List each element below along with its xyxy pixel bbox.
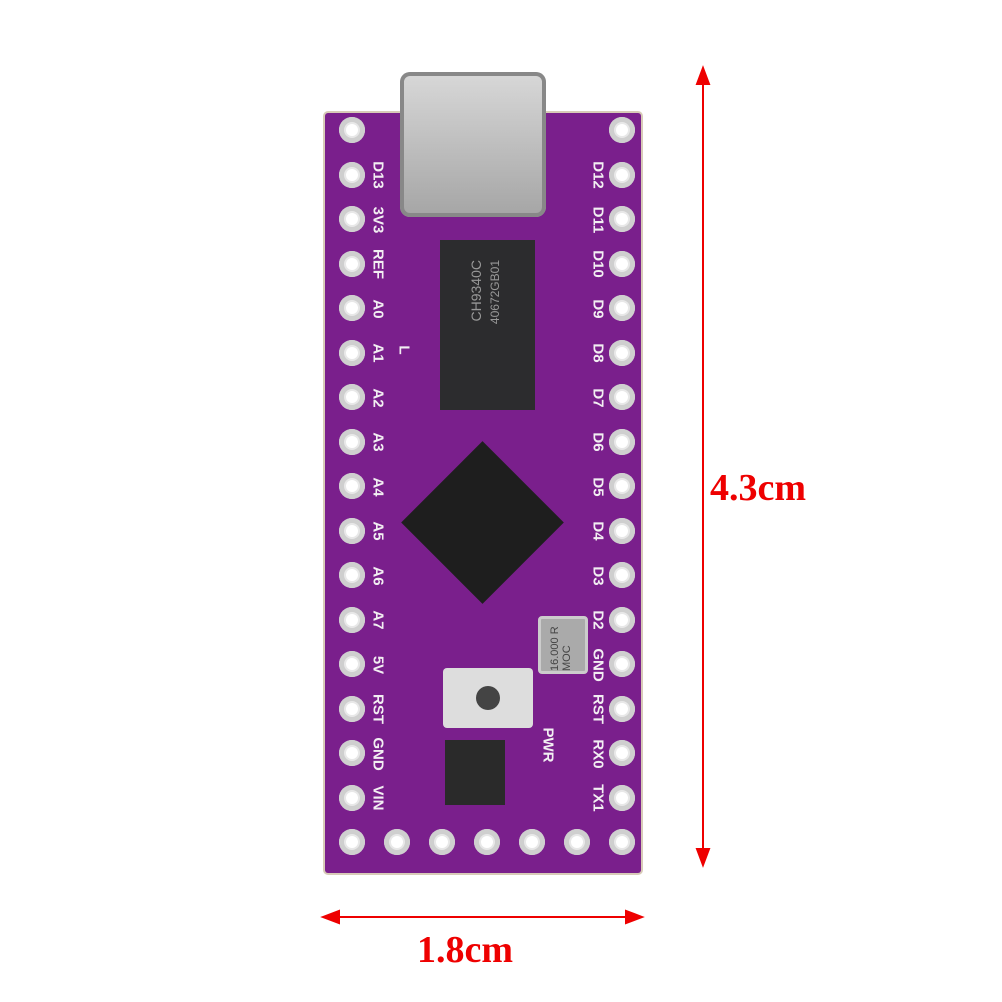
pin-label: D10 [589, 250, 607, 278]
pin-hole [339, 562, 365, 588]
pin-label: 5V [369, 655, 387, 674]
pin-hole [609, 562, 635, 588]
pin-label: D5 [589, 476, 607, 497]
usb-c-connector [400, 72, 546, 217]
pin-hole [339, 428, 365, 455]
crystal-oscillator: 16.000 R MOC [538, 616, 588, 674]
pin-hole [339, 695, 365, 722]
pin-hole [609, 117, 635, 143]
pin-label: D2 [589, 610, 607, 630]
pin-label: D3 [589, 565, 607, 586]
pin-label: D13 [369, 161, 387, 189]
pin-hole [609, 784, 635, 811]
pin-label: A5 [369, 521, 387, 541]
reset-button [443, 668, 533, 728]
pin-label: GND [589, 647, 607, 682]
pin-label: A3 [369, 432, 387, 452]
pin-hole [609, 295, 635, 321]
pin-hole [609, 428, 635, 455]
pin-label: D7 [589, 387, 607, 408]
pin-hole [339, 784, 365, 811]
pin-hole [339, 651, 365, 677]
pin-hole [564, 829, 590, 855]
pin-hole [339, 206, 365, 232]
pwr-label: PWR [539, 727, 557, 763]
pin-label: D11 [589, 206, 607, 233]
pin-hole [609, 206, 635, 232]
pin-hole [609, 384, 635, 410]
pin-label: 3V3 [369, 206, 387, 233]
pin-label: GND [369, 736, 387, 771]
height-dimension: 4.3cm [710, 467, 807, 509]
pin-label: VIN [369, 785, 387, 811]
pin-hole [339, 339, 365, 366]
usb-serial-chip: CH9340C 40672GB01 [440, 240, 535, 410]
pin-hole [609, 473, 635, 499]
pin-hole [609, 829, 635, 855]
pin-hole [339, 384, 365, 410]
pin-hole [609, 740, 635, 766]
pin-label: D9 [589, 298, 607, 319]
pin-hole [609, 606, 635, 633]
pin-hole [609, 161, 635, 188]
pin-hole [609, 250, 635, 277]
pin-hole [339, 740, 365, 766]
pin-label: D4 [589, 521, 607, 541]
pin-label: D8 [589, 343, 607, 363]
pin-label: REF [369, 249, 387, 279]
pin-hole [609, 695, 635, 722]
pin-hole [339, 829, 365, 855]
pin-hole [339, 606, 365, 633]
pin-hole [384, 829, 410, 855]
pin-label: A7 [369, 610, 387, 630]
pin-label: D6 [589, 432, 607, 452]
pin-label: A4 [369, 476, 387, 497]
pin-hole [609, 517, 635, 544]
voltage-regulator [445, 740, 505, 805]
pin-hole [339, 473, 365, 499]
pin-label: A0 [369, 298, 387, 319]
pin-label: A1 [369, 343, 387, 363]
pin-label: A2 [369, 387, 387, 408]
pin-hole [339, 517, 365, 544]
pin-hole [519, 829, 545, 855]
pin-hole [339, 250, 365, 277]
pin-hole [339, 117, 365, 143]
led-label: L [395, 345, 413, 355]
pin-label: A6 [369, 565, 387, 586]
pin-label: TX1 [589, 784, 607, 812]
pin-label: D12 [589, 161, 607, 189]
pin-hole [609, 339, 635, 366]
pin-hole [339, 295, 365, 321]
width-dimension: 1.8cm [417, 929, 514, 971]
pin-label: RX0 [589, 738, 607, 769]
pin-hole [474, 829, 500, 855]
pin-hole [609, 651, 635, 677]
pin-hole [429, 829, 455, 855]
pin-hole [339, 161, 365, 188]
pin-label: RST [589, 694, 607, 724]
pin-label: RST [369, 694, 387, 724]
